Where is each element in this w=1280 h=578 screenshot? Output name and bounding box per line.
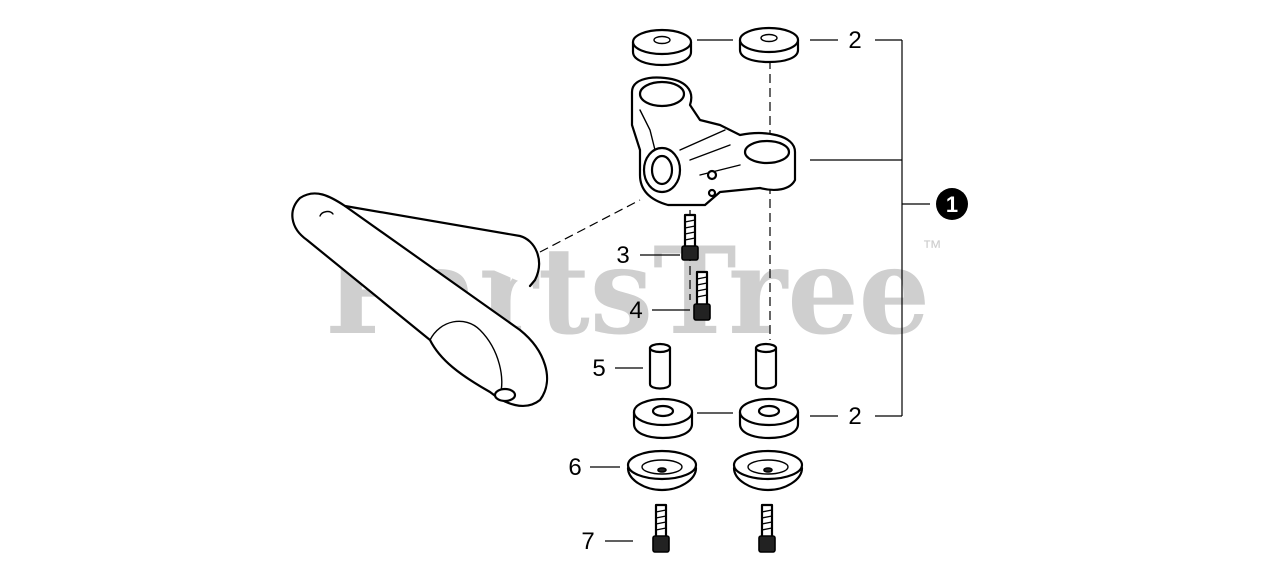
callout-3: 3 — [616, 242, 629, 269]
callout-6: 6 — [568, 454, 581, 481]
cup-washer-right — [732, 449, 804, 492]
leader-lines — [590, 39, 930, 542]
bolt-7-right — [758, 503, 776, 553]
assembly-callout-badge — [936, 188, 968, 220]
spacer-right — [754, 342, 778, 390]
callout-2-bottom: 2 — [848, 403, 861, 430]
bolt-7-left — [652, 503, 670, 553]
callout-5: 5 — [592, 355, 605, 382]
callout-2-top: 2 — [848, 27, 861, 54]
callout-7: 7 — [581, 528, 594, 555]
bottom-washer-right — [738, 397, 800, 440]
callout-4: 4 — [629, 297, 642, 324]
top-washer-left — [631, 28, 693, 67]
cup-washer-left — [626, 449, 698, 492]
bolt-3 — [681, 213, 699, 261]
handle-bar — [291, 192, 549, 408]
callouts: 1 2 3 4 5 2 6 7 — [568, 27, 968, 555]
clamp-bracket — [630, 76, 797, 207]
bottom-washer-left — [632, 397, 694, 440]
bolt-4 — [693, 270, 711, 321]
watermark-trademark: ™ — [922, 237, 942, 259]
spacer-left — [648, 342, 672, 390]
callout-1: 1 — [946, 192, 958, 217]
top-washer-right — [738, 26, 800, 64]
